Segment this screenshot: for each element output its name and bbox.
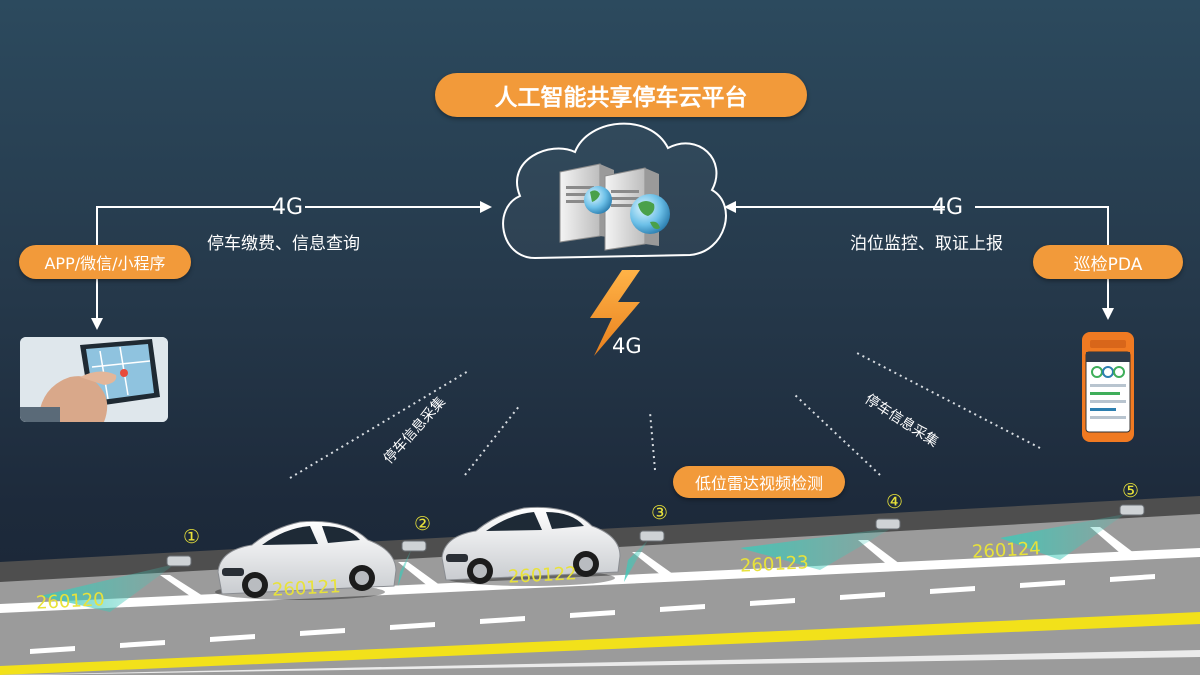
sensor-marker-5: ⑤ bbox=[1122, 480, 1140, 502]
detection-label: 低位雷达视频检测 bbox=[673, 466, 845, 498]
space-number-260121: 260121 bbox=[271, 576, 342, 601]
space-number-260120: 260120 bbox=[35, 589, 106, 614]
globe-icon bbox=[584, 186, 670, 234]
detection-label-text: 低位雷达视频检测 bbox=[694, 474, 823, 493]
left-functions-label: 停车缴费、信息查询 bbox=[207, 234, 360, 254]
arrow-heads bbox=[91, 201, 1114, 330]
collection-dotted-lines bbox=[289, 351, 1041, 479]
right-functions-label: 泊位监控、取证上报 bbox=[850, 234, 1003, 254]
space-number-260124: 260124 bbox=[971, 538, 1042, 563]
road bbox=[0, 496, 1200, 675]
platform-title-text: 人工智能共享停车云平台 bbox=[494, 85, 748, 111]
phone-photo-icon bbox=[20, 337, 168, 422]
pda-label-text: 巡检PDA bbox=[1073, 254, 1143, 275]
radar-beams bbox=[40, 514, 1125, 612]
app-label-text: APP/微信/小程序 bbox=[44, 254, 166, 273]
right-network-label: 4G bbox=[932, 195, 964, 220]
pda-device-icon bbox=[1082, 332, 1134, 442]
lightning-icon bbox=[590, 270, 640, 356]
car-icon bbox=[441, 506, 621, 586]
sensor-marker-2: ② bbox=[414, 513, 432, 535]
left-network-label: 4G bbox=[272, 195, 304, 220]
sensor-marker-4: ④ bbox=[886, 491, 904, 513]
space-number-260123: 260123 bbox=[739, 552, 810, 577]
space-number-260122: 260122 bbox=[507, 563, 578, 588]
center-network-label: 4G bbox=[612, 334, 642, 358]
lane-dashes bbox=[30, 574, 1155, 654]
platform-title: 人工智能共享停车云平台 bbox=[435, 73, 807, 117]
link-lines bbox=[96, 206, 1109, 320]
sensor-marker-1: ① bbox=[183, 526, 201, 548]
radar-sensor-icon bbox=[166, 504, 1145, 567]
app-label: APP/微信/小程序 bbox=[19, 245, 191, 279]
car-icon bbox=[215, 520, 397, 600]
sensor-marker-3: ③ bbox=[651, 502, 669, 524]
pda-label: 巡检PDA bbox=[1033, 245, 1183, 279]
yellow-road-line bbox=[0, 612, 1200, 675]
